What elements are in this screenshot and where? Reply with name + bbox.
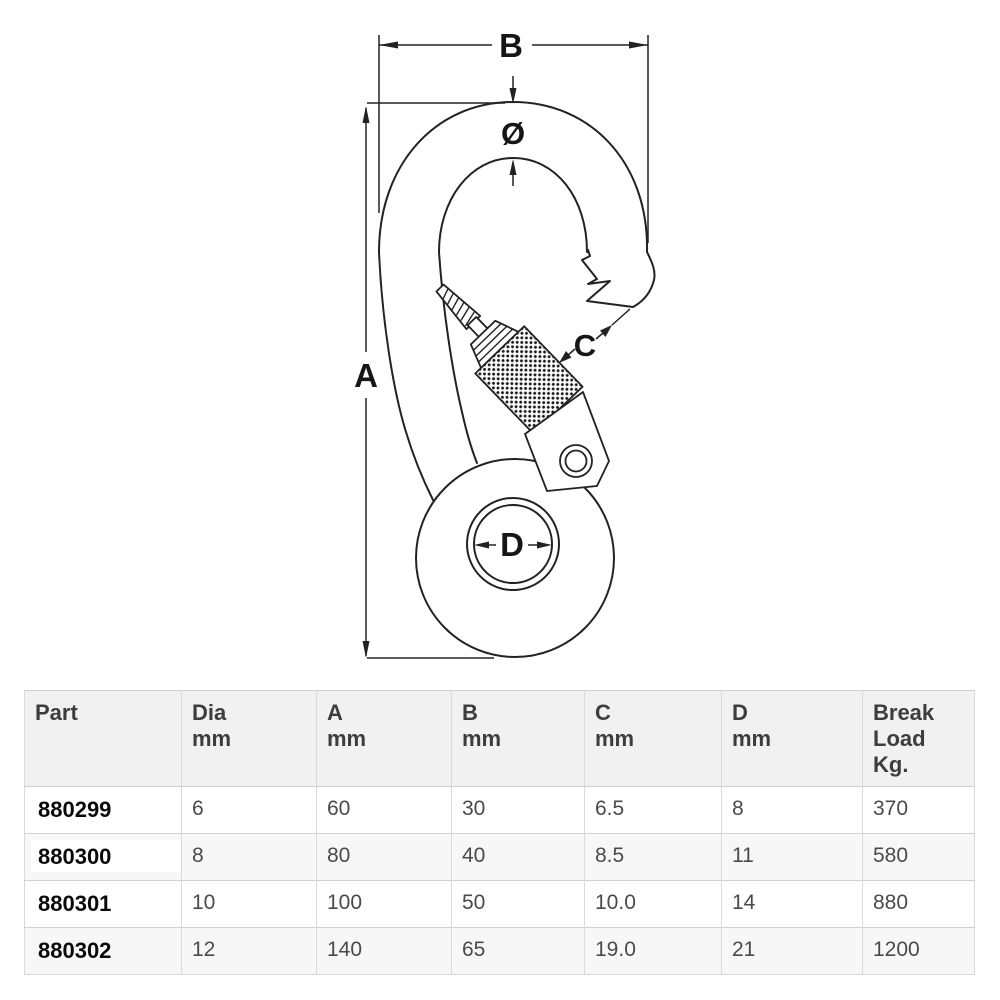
cell-d: 14 bbox=[721, 880, 863, 928]
table-row: 880299 6 60 30 6.5 8 370 bbox=[24, 786, 975, 834]
carabiner-body bbox=[378, 101, 656, 658]
label-a: A bbox=[354, 357, 378, 394]
dimension-d bbox=[474, 541, 552, 549]
cell-b: 30 bbox=[451, 786, 585, 834]
cell-a: 140 bbox=[316, 927, 452, 975]
cell-dia: 8 bbox=[181, 833, 317, 881]
dimension-c bbox=[559, 308, 631, 363]
cell-c: 19.0 bbox=[584, 927, 722, 975]
screw-thread bbox=[435, 283, 482, 331]
dimension-diameter bbox=[509, 76, 517, 186]
eye-rings bbox=[466, 497, 560, 591]
cell-d: 21 bbox=[721, 927, 863, 975]
col-header-part: Part bbox=[24, 690, 182, 787]
label-d: D bbox=[500, 526, 524, 563]
carabiner-technical-drawing: B Ø A C D bbox=[354, 27, 656, 659]
hook-outline bbox=[378, 101, 656, 464]
cell-part: 880300 bbox=[24, 833, 182, 881]
cell-d: 11 bbox=[721, 833, 863, 881]
cell-c: 8.5 bbox=[584, 833, 722, 881]
label-c: C bbox=[574, 328, 596, 363]
cell-dia: 6 bbox=[181, 786, 317, 834]
cell-part: 880302 bbox=[24, 927, 182, 975]
spec-table-body: 880299 6 60 30 6.5 8 370 880300 8 80 40 … bbox=[24, 786, 975, 975]
cell-break-load: 880 bbox=[862, 880, 975, 928]
cell-c: 6.5 bbox=[584, 786, 722, 834]
label-b: B bbox=[499, 27, 523, 64]
cell-break-load: 370 bbox=[862, 786, 975, 834]
cell-break-load: 580 bbox=[862, 833, 975, 881]
cell-a: 100 bbox=[316, 880, 452, 928]
gate-assembly bbox=[435, 283, 610, 492]
cell-part: 880301 bbox=[24, 880, 182, 928]
label-diameter: Ø bbox=[501, 116, 525, 151]
table-row: 880302 12 140 65 19.0 21 1200 bbox=[24, 927, 975, 975]
rivet bbox=[559, 444, 593, 478]
table-row: 880300 8 80 40 8.5 11 580 bbox=[24, 833, 975, 881]
cell-a: 80 bbox=[316, 833, 452, 881]
eye-outer-circle bbox=[415, 458, 615, 658]
spine-outer-edge bbox=[378, 251, 434, 501]
dimension-b bbox=[378, 35, 649, 243]
cell-a: 60 bbox=[316, 786, 452, 834]
cell-b: 40 bbox=[451, 833, 585, 881]
cell-b: 50 bbox=[451, 880, 585, 928]
cell-part: 880299 bbox=[24, 786, 182, 834]
dimension-a bbox=[362, 102, 505, 659]
cell-b: 65 bbox=[451, 927, 585, 975]
cell-break-load: 1200 bbox=[862, 927, 975, 975]
cell-dia: 10 bbox=[181, 880, 317, 928]
cell-c: 10.0 bbox=[584, 880, 722, 928]
cell-dia: 12 bbox=[181, 927, 317, 975]
table-row: 880301 10 100 50 10.0 14 880 bbox=[24, 880, 975, 928]
cell-d: 8 bbox=[721, 786, 863, 834]
